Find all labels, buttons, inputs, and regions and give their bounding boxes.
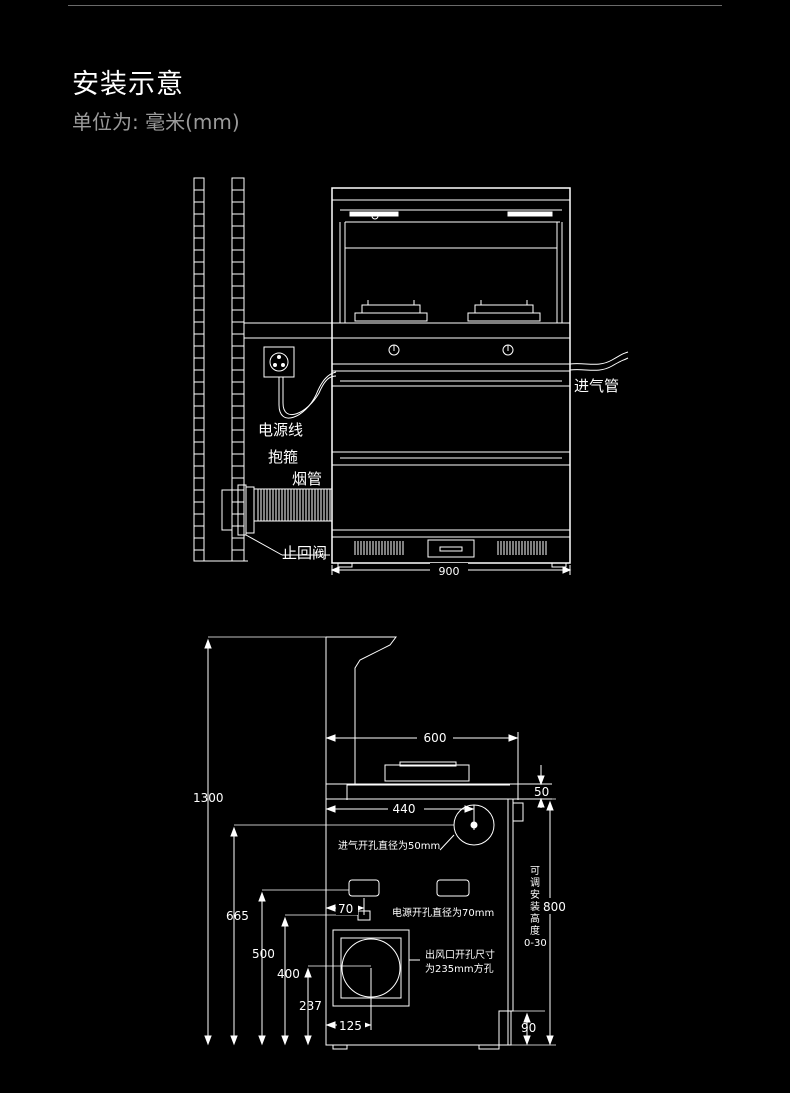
- adjustable-char-5: 度: [530, 924, 540, 937]
- top-divider: [68, 5, 722, 6]
- power-hole-note: 电源开孔直径为70mm: [392, 906, 494, 919]
- outlet-note-line1: 出风口开孔尺寸: [425, 948, 495, 961]
- adjustable-char-2: 安: [530, 888, 540, 901]
- dim-800: 800: [543, 900, 566, 914]
- dim-125: 125: [339, 1019, 362, 1033]
- page-subtitle: 单位为: 毫米(mm): [72, 110, 240, 134]
- power-socket: [263, 346, 295, 378]
- dim-1300: 1300: [193, 791, 224, 805]
- adjustable-char-1: 调: [530, 877, 540, 889]
- intake-hole-note: 进气开孔直径为50mm: [338, 839, 440, 852]
- side-view: [204, 636, 556, 1050]
- dim-50: 50: [534, 785, 549, 799]
- front-view: [193, 177, 629, 575]
- flue-pipe: [221, 484, 333, 536]
- check-valve-label: 止回阀: [282, 544, 327, 562]
- dim-440: 440: [393, 802, 416, 816]
- dim-600: 600: [424, 731, 447, 745]
- adjustable-char-4: 高: [530, 912, 540, 925]
- adjustable-range: 0-30: [524, 938, 547, 949]
- stove-unit: [331, 187, 571, 568]
- dim-500: 500: [252, 947, 275, 961]
- power-cord-label: 电源线: [258, 421, 303, 439]
- dim-90: 90: [521, 1021, 536, 1035]
- page-title: 安装示意: [72, 69, 184, 100]
- intake-pipe-label: 进气管: [574, 377, 619, 395]
- dim-665: 665: [226, 909, 249, 923]
- width-dimension: 900: [439, 565, 460, 578]
- dim-400: 400: [277, 967, 300, 981]
- side-view-labels: 1300 600 440 50 665 70 500 400 237 125 8…: [193, 730, 570, 1035]
- dim-237: 237: [299, 999, 322, 1013]
- hoop-label: 抱箍: [268, 448, 298, 466]
- flue-pipe-label: 烟管: [292, 470, 322, 488]
- adjustable-char-3: 装: [530, 900, 540, 913]
- adjustable-char-0: 可: [530, 866, 540, 877]
- outlet-note-line2: 为235mm方孔: [425, 962, 494, 975]
- wall-bricks: [193, 177, 248, 562]
- dim-70: 70: [338, 902, 353, 916]
